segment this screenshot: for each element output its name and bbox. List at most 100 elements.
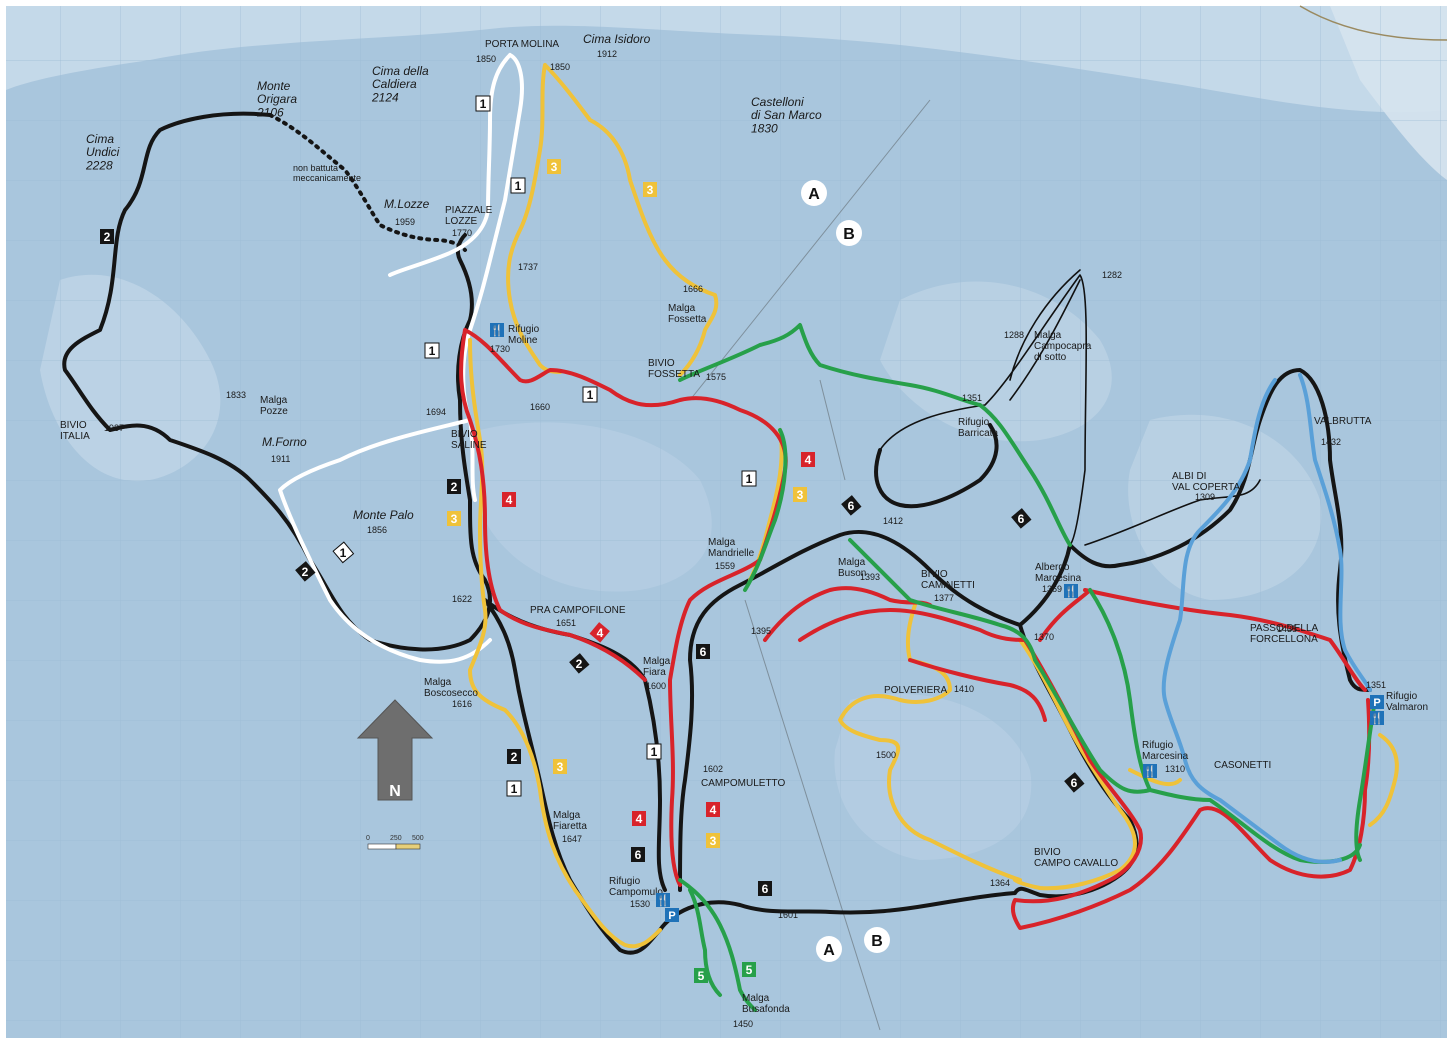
- svg-text:6: 6: [635, 848, 642, 862]
- trails: [62, 53, 1399, 1012]
- svg-text:A: A: [823, 942, 835, 959]
- marker-trail-1: 1: [424, 342, 440, 359]
- marker-trail-6: 6: [758, 881, 772, 896]
- zone-a-top: A: [801, 180, 827, 206]
- marker-trail-4: 4: [632, 811, 646, 826]
- elev-italia: 1987: [104, 423, 124, 433]
- svg-text:B: B: [871, 933, 883, 950]
- marker-trail-1: 1: [510, 177, 526, 194]
- svg-text:1: 1: [651, 745, 658, 759]
- marker-trail-3: 3: [643, 182, 657, 197]
- marker-trail-4: 4: [502, 492, 516, 507]
- elev-1666: 1666: [683, 284, 703, 294]
- svg-text:1: 1: [587, 388, 594, 402]
- label-cima-isidoro: Cima Isidoro: [583, 32, 651, 46]
- north-label: N: [389, 783, 401, 800]
- marker-trail-4: 4: [706, 802, 720, 817]
- svg-text:1: 1: [515, 179, 522, 193]
- service-icons: 🍴 🍴 🍴 🍴 🍴 P P: [490, 323, 1384, 922]
- elev-porta-molina: 1850: [476, 54, 496, 64]
- elev-1395: 1395: [751, 626, 771, 636]
- svg-text:🍴: 🍴: [656, 894, 670, 907]
- elev-campomulo: 1530: [630, 899, 650, 909]
- svg-text:🍴: 🍴: [1143, 765, 1157, 778]
- restaurant-icon: 🍴: [490, 323, 504, 337]
- svg-text:🍴: 🍴: [1064, 585, 1078, 598]
- elev-1602: 1602: [703, 764, 723, 774]
- svg-text:6: 6: [700, 645, 707, 659]
- elev-valmaron: 1351: [1366, 680, 1386, 690]
- elev-1410: 1410: [954, 684, 974, 694]
- restaurant-icon: 🍴: [1370, 711, 1384, 725]
- svg-text:1: 1: [511, 782, 518, 796]
- svg-text:4: 4: [506, 493, 513, 507]
- elev-moline: 1730: [490, 344, 510, 354]
- elev-busafonda: 1450: [733, 1019, 753, 1029]
- svg-text:6: 6: [1018, 512, 1025, 526]
- svg-text:3: 3: [710, 834, 717, 848]
- svg-text:6: 6: [1071, 776, 1078, 790]
- north-arrow-icon: N: [356, 699, 434, 801]
- marker-trail-1: 1: [475, 95, 491, 112]
- elev-1351: 1351: [962, 393, 982, 403]
- marker-trail-2: 2: [447, 479, 461, 494]
- svg-text:4: 4: [710, 803, 717, 817]
- trail-black-dotted: [268, 113, 467, 252]
- svg-text:2: 2: [576, 657, 583, 671]
- elevation-labels: 1850 1912 1850 1959 1770 1737 1666 1730 …: [104, 49, 1386, 1029]
- svg-text:2: 2: [104, 230, 111, 244]
- svg-text:1: 1: [340, 546, 347, 560]
- marker-trail-4: 4: [801, 452, 815, 467]
- svg-text:3: 3: [557, 760, 564, 774]
- label-m-forno: M.Forno: [262, 435, 307, 449]
- svg-text:A: A: [808, 186, 820, 203]
- trail-thin-campocapra: [879, 274, 1088, 546]
- label-pra-campofilone: PRA CAMPOFILONE: [530, 605, 626, 616]
- marker-trail-3: 3: [447, 511, 461, 526]
- marker-trail-3: 3: [547, 159, 561, 174]
- label-porta-molina: PORTA MOLINA: [485, 39, 559, 50]
- svg-text:0: 0: [366, 835, 370, 842]
- svg-text:B: B: [843, 226, 855, 243]
- svg-text:2: 2: [511, 750, 518, 764]
- svg-text:P: P: [668, 910, 675, 922]
- marker-trail-6: 6: [631, 847, 645, 862]
- marker-trail-1: 1: [582, 386, 598, 403]
- svg-text:250: 250: [390, 835, 402, 842]
- elev-pozze: 1833: [226, 390, 246, 400]
- zone-markers: A B A B: [801, 180, 890, 962]
- svg-text:3: 3: [797, 488, 804, 502]
- marker-trail-3: 3: [553, 759, 567, 774]
- marker-trail-6: 6: [696, 644, 710, 659]
- svg-text:2: 2: [302, 565, 309, 579]
- svg-text:4: 4: [636, 812, 643, 826]
- elev-fiaretta: 1647: [562, 834, 582, 844]
- trail-yellow-3: [468, 63, 1399, 949]
- elev-1500: 1500: [876, 750, 896, 760]
- elev-1660: 1660: [530, 402, 550, 412]
- svg-text:4: 4: [597, 626, 604, 640]
- zone-a-bottom: A: [816, 936, 842, 962]
- trail-green-5: [678, 323, 1377, 1012]
- svg-text:P: P: [1373, 697, 1380, 709]
- elev-1435: 1435: [1277, 624, 1297, 634]
- svg-text:3: 3: [551, 160, 558, 174]
- marker-trail-2: 2: [569, 653, 590, 674]
- svg-text:5: 5: [746, 963, 753, 977]
- svg-text:6: 6: [762, 882, 769, 896]
- svg-text:3: 3: [451, 512, 458, 526]
- restaurant-icon: 🍴: [1143, 764, 1157, 778]
